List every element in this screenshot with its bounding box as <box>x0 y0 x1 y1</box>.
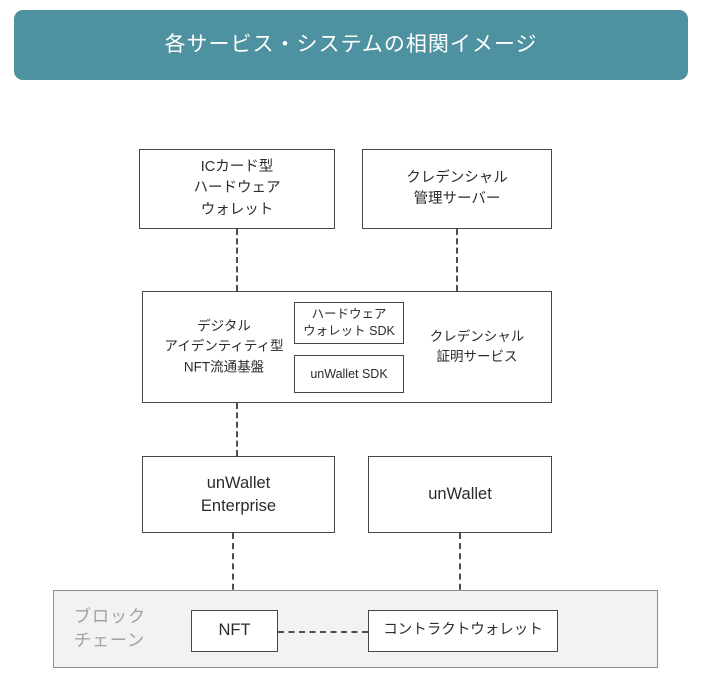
connector-unwallet-enterprise-to-nft <box>232 533 234 610</box>
connector-nft-to-contract-wallet <box>278 631 368 633</box>
connector-credential-server-to-platform <box>456 229 458 291</box>
blockchain-group: ブロック チェーン <box>53 590 658 668</box>
node-nft: NFT <box>191 610 278 652</box>
node-credential-management-server: クレデンシャル 管理サーバー <box>362 149 552 229</box>
node-ic-card-hardware-wallet: ICカード型 ハードウェア ウォレット <box>139 149 335 229</box>
node-label: コントラクトウォレット <box>383 622 543 639</box>
node-label: クレデンシャル 管理サーバー <box>406 169 508 207</box>
platform-left-label: デジタル アイデンティティ型 NFT流通基盤 <box>164 318 284 375</box>
connector-ic-card-to-platform <box>236 229 238 291</box>
node-unwallet: unWallet <box>368 456 552 533</box>
connector-unwallet-to-contract-wallet <box>459 533 461 610</box>
node-label: unWallet Enterprise <box>200 474 277 515</box>
node-label: NFT <box>218 621 251 640</box>
node-label: unWallet <box>428 485 492 504</box>
node-label: ICカード型 ハードウェア ウォレット <box>193 159 281 218</box>
node-contract-wallet: コントラクトウォレット <box>368 610 558 652</box>
node-hardware-wallet-sdk: ハードウェア ウォレット SDK <box>294 302 404 344</box>
page-title: 各サービス・システムの相関イメージ <box>164 33 538 57</box>
node-platform-container: デジタル アイデンティティ型 NFT流通基盤 ハードウェア ウォレット SDK … <box>142 291 552 403</box>
platform-right-label: クレデンシャル 証明サービス <box>429 328 525 364</box>
node-unwallet-sdk: unWallet SDK <box>294 355 404 393</box>
node-unwallet-enterprise: unWallet Enterprise <box>142 456 335 533</box>
blockchain-group-label: ブロック チェーン <box>74 607 146 650</box>
connector-platform-to-unwallet-enterprise <box>236 403 238 456</box>
header-banner: 各サービス・システムの相関イメージ <box>14 10 688 80</box>
